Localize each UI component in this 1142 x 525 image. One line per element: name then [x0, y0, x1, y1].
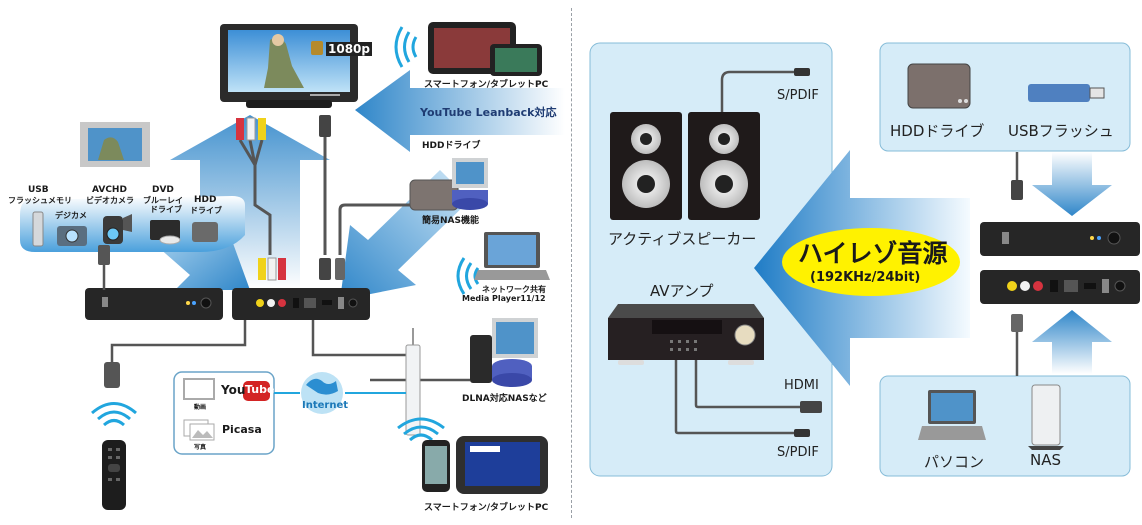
spdif-plug-top: [794, 68, 810, 76]
source-dvd-label-1: DVD: [152, 185, 174, 195]
av-cable: [238, 135, 415, 255]
hdd-drive-icon-right: [907, 63, 971, 109]
hdd-drive-icon: [192, 222, 218, 242]
picasa-label: Picasa: [222, 423, 262, 436]
av-amplifier-icon: [608, 304, 764, 365]
pc-label: パソコン: [924, 453, 985, 471]
hdmi-plug-bottom: [319, 258, 331, 280]
film-frame-icon: [80, 122, 150, 167]
photo-icon: [183, 419, 215, 441]
active-speakers-icon: [610, 112, 760, 220]
network-sources-panel: [879, 375, 1131, 477]
hires-badge: [782, 228, 960, 296]
usb-flash-memory-icon: [32, 211, 44, 247]
hires-title: ハイレゾ音源: [798, 239, 948, 268]
smartphone-tablet-top-icon: [428, 22, 542, 76]
hdmi-label: HDMI: [784, 378, 819, 393]
source-camera-label: デジカメ: [55, 211, 87, 220]
globe-icon: [301, 372, 343, 414]
usb-plug-right: [1011, 180, 1023, 200]
dlna-nas-label: DLNA対応NASなど: [462, 394, 547, 404]
hdd-label-right: HDDドライブ: [890, 122, 985, 140]
source-avchd-label-1: AVCHD: [92, 185, 127, 195]
usb-plug: [335, 258, 345, 280]
tv-resolution-label: 1080p: [326, 42, 372, 56]
source-avchd-label-2: ビデオカメラ: [86, 196, 134, 205]
wireless-icon-remote: [91, 402, 137, 427]
media-player-back: [232, 288, 370, 320]
av-amp-label: AVアンプ: [650, 282, 714, 300]
youtube-logo-you: You: [221, 383, 246, 397]
source-dvd-label-3: ドライブ: [150, 205, 182, 214]
photo-caption: 写真: [194, 444, 207, 451]
remote-control-icon: [102, 440, 126, 510]
wireless-icon-top: [394, 26, 418, 68]
media-player-front-right: [980, 222, 1140, 256]
active-speaker-label: アクティブスピーカー: [608, 230, 757, 248]
smartphone-top-label: スマートフォン/タブレットPC: [424, 80, 549, 90]
simple-nas-label: 簡易NAS機能: [422, 216, 479, 226]
spdif-bottom-label: S/PDIF: [777, 445, 819, 460]
rca-plugs-top: [236, 117, 266, 141]
wireless-icon-bottom: [397, 417, 445, 442]
source-usb-label-2: フラッシュメモリ: [8, 196, 72, 205]
hdmi-cable: [694, 360, 802, 409]
hdd-label: HDDドライブ: [422, 141, 481, 151]
hdmi-plug: [800, 401, 822, 413]
usb-plug-source: [98, 245, 110, 265]
arrow-from-smartphone: [355, 70, 565, 152]
dvd-drive-icon: [150, 220, 181, 245]
source-hdd-label-2: ドライブ: [190, 206, 222, 215]
video-caption: 動画: [194, 404, 207, 411]
tv-icon: [220, 24, 358, 108]
usb-flash-label: USBフラッシュ: [1008, 122, 1114, 140]
spdif-cable-bottom: [674, 360, 796, 435]
smartphone-bottom-label: スマートフォン/タブレットPC: [424, 503, 549, 513]
usb-flash-icon: [1028, 84, 1105, 102]
source-dvd-label-2: ブルーレイ: [143, 196, 183, 205]
router-icon: [405, 328, 421, 436]
smartphone-tablet-bottom-icon: [422, 436, 548, 494]
hdmi-plug-top: [319, 115, 331, 137]
video-film-icon: [183, 378, 215, 400]
arrow-up-from-network: [1032, 310, 1112, 374]
spdif-top-label: S/PDIF: [777, 88, 819, 103]
network-share-label: ネットワーク共有: [482, 285, 546, 294]
wireless-icon-laptop: [456, 257, 480, 295]
spdif-cable-top: [720, 70, 794, 112]
digital-camera-icon: [57, 226, 87, 246]
dlna-nas-icon: [470, 318, 538, 387]
source-hdd-label-1: HDD: [194, 195, 217, 205]
right-diagram: ハイレゾ音源 (192KHz/24bit) S/PDIF アクティブスピーカー …: [572, 0, 1142, 525]
pc-laptop-icon: [918, 390, 986, 440]
lan-plug: [1011, 314, 1023, 332]
youtube-logo-tube: Tube: [245, 383, 275, 396]
hires-spec: (192KHz/24bit): [810, 270, 921, 285]
source-usb-label-1: USB: [28, 185, 49, 195]
youtube-logo-tube-bg: [243, 381, 270, 401]
panel-divider: [571, 8, 572, 518]
ir-receiver-plug: [104, 362, 120, 388]
youtube-leanback-label: YouTube Leanback対応: [420, 106, 557, 119]
media-player-front: [85, 288, 223, 320]
arrow-down-from-storage: [1032, 152, 1112, 216]
left-diagram-graphics: [20, 22, 565, 510]
nas-label: NAS: [1030, 451, 1062, 469]
spdif-plug-bottom: [794, 429, 810, 437]
internet-label: Internet: [302, 400, 349, 411]
nas-server-icon: [1028, 384, 1064, 450]
full-hd-badge: [311, 41, 323, 55]
left-diagram: 1080p スマートフォン/タブレットPC YouTube Leanback対応…: [0, 0, 570, 525]
hdd-nas-icon: [409, 158, 488, 211]
media-player-back-right: [980, 270, 1140, 304]
rca-plugs-bottom: [258, 257, 286, 281]
laptop-icon: [474, 232, 550, 280]
media-player-label: Media Player11/12: [462, 294, 546, 303]
video-camera-icon: [103, 214, 132, 244]
